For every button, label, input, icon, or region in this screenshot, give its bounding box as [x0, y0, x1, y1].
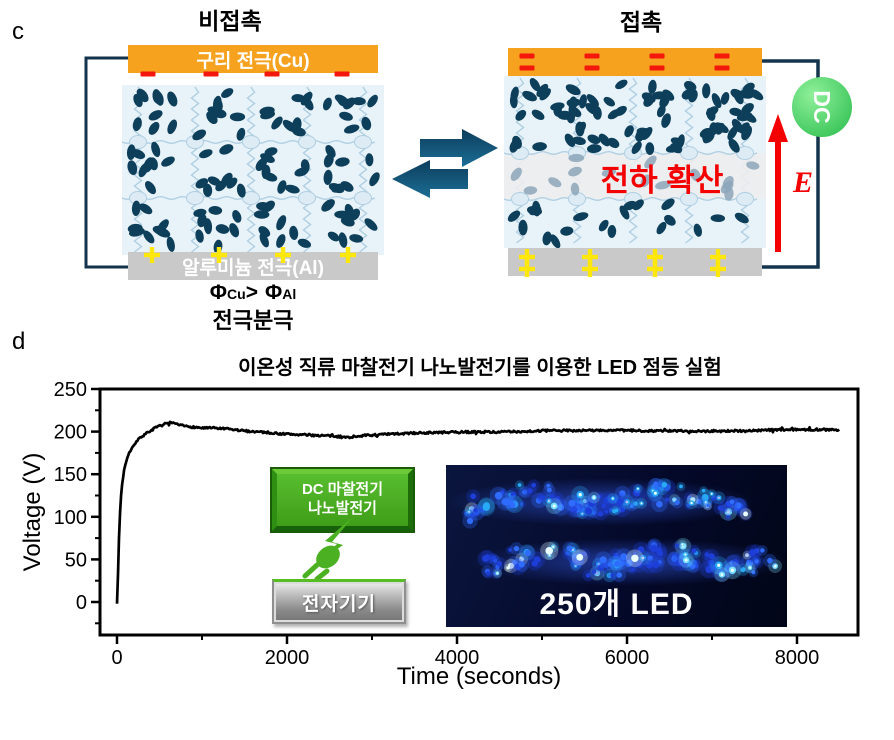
svg-text:250: 250 [54, 379, 87, 401]
panel-d-label: d [12, 328, 26, 355]
svg-text:Voltage (V): Voltage (V) [19, 453, 46, 572]
e-field-arrowhead-icon [768, 114, 788, 142]
work-function-formula: ΦCu>ΦAl [153, 281, 353, 305]
led-count-caption: 250개 LED [539, 588, 694, 621]
svg-text:4000: 4000 [435, 647, 480, 669]
polarization-caption: 전극분극 [212, 308, 294, 333]
left-device-title: 비접촉 [198, 8, 262, 34]
aluminum-electrode-right [508, 248, 762, 276]
dc-badge-label: DC [809, 90, 835, 123]
release-arrow-icon [392, 160, 468, 198]
e-field-label: E [792, 166, 813, 199]
dc-badge-icon [792, 77, 852, 137]
right-dielectric-illustration [504, 76, 766, 248]
svg-text:0: 0 [111, 647, 122, 669]
svg-text:Time (seconds): Time (seconds) [397, 663, 561, 690]
charge-diffusion-label: 전하 확산 [600, 163, 724, 198]
phi-cu-sub: Cu [227, 286, 246, 302]
right-device-title: 접촉 [619, 9, 663, 35]
right-circuit-wire [762, 59, 820, 269]
svg-text:8000: 8000 [775, 647, 820, 669]
svg-text:2000: 2000 [265, 647, 310, 669]
copper-electrode-left: 구리 전극(Cu) [128, 45, 378, 73]
phi-cu: Φ [209, 281, 228, 304]
panel-c-label: c [12, 18, 24, 45]
svg-text:6000: 6000 [605, 647, 650, 669]
svg-text:200: 200 [54, 422, 87, 444]
svg-text:0: 0 [76, 592, 87, 614]
svg-text:50: 50 [65, 549, 87, 571]
chart-title: 이온성 직류 마찰전기 나노발전기를 이용한 LED 점등 실험 [238, 357, 722, 379]
contact-arrow-icon [420, 129, 498, 167]
phi-al: Φ [264, 281, 283, 304]
aluminum-electrode-left: 알루미늄 전극(Al) [128, 252, 378, 280]
left-dielectric-illustration [122, 85, 384, 255]
led-photo-inset: 250개 LED [446, 465, 787, 627]
svg-text:150: 150 [54, 464, 87, 486]
phi-al-sub: Al [282, 286, 297, 302]
greater-than: > [245, 281, 258, 304]
electronic-device-button: 전자기기 [272, 579, 406, 624]
svg-text:100: 100 [54, 507, 87, 529]
copper-electrode-right [508, 48, 762, 76]
generator-label-line1: DC 마찰전기 [301, 481, 384, 499]
power-plug-lightning-icon [302, 516, 354, 580]
